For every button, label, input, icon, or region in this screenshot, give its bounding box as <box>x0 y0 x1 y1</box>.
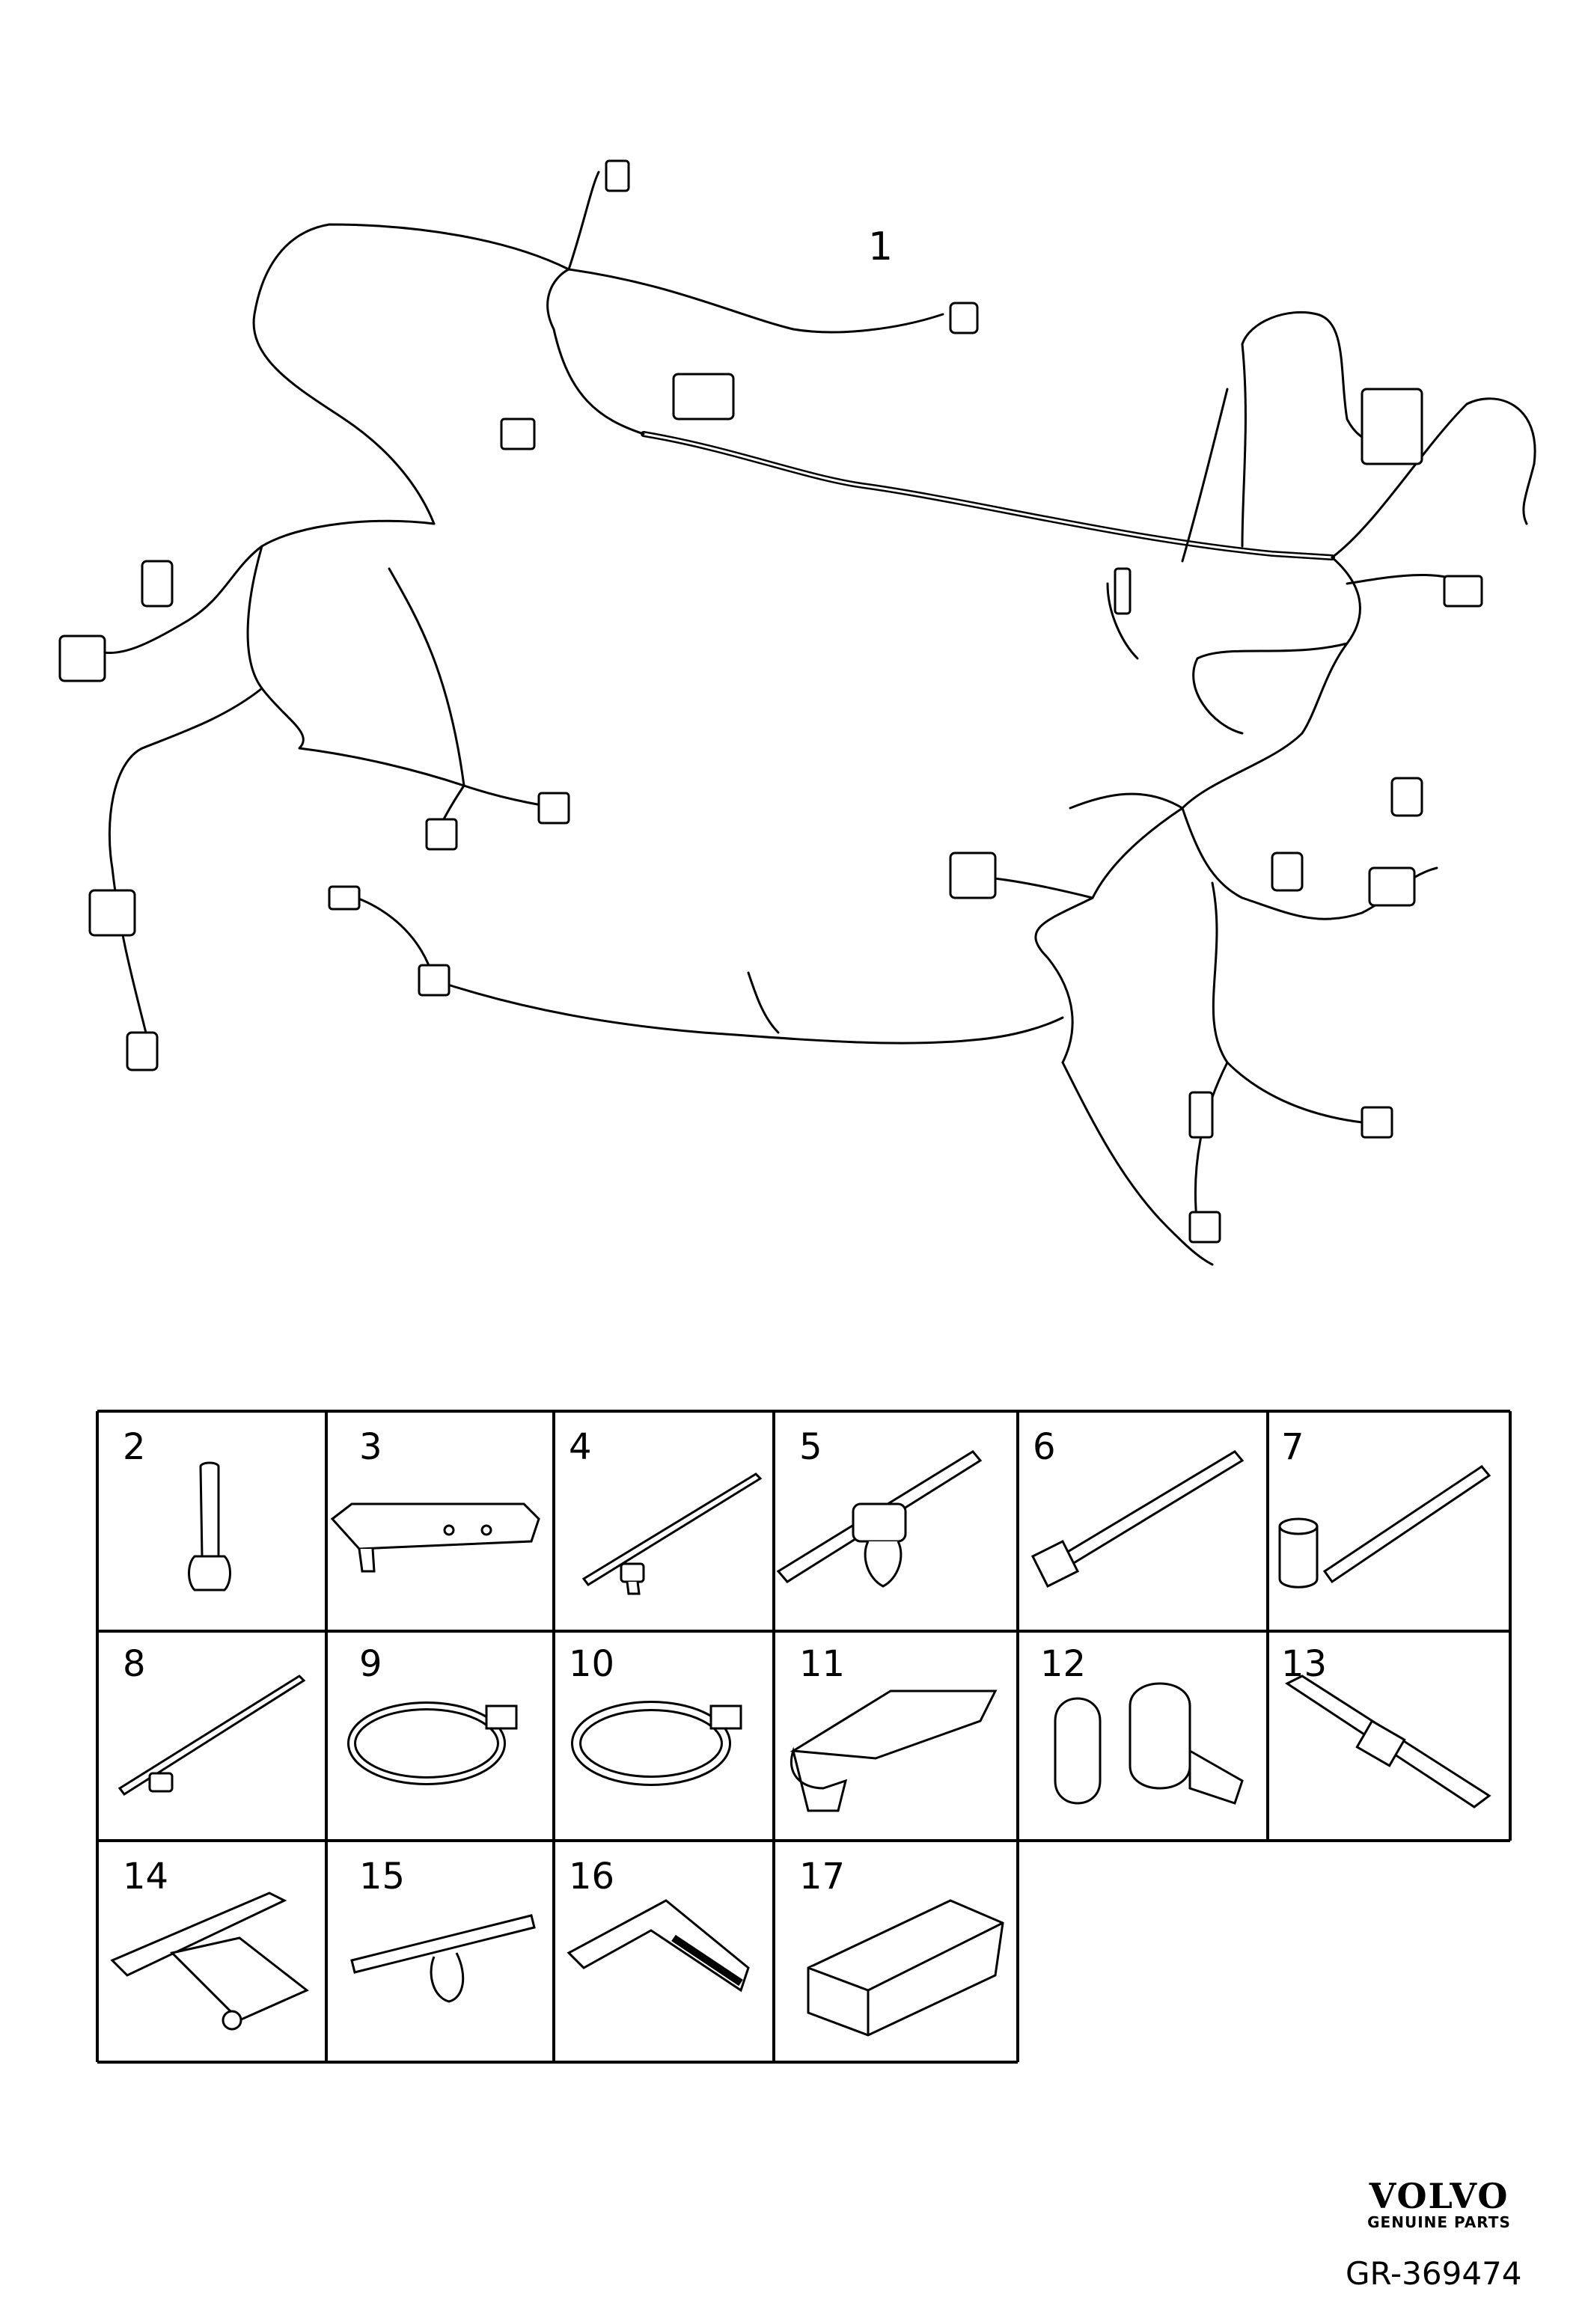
part-number-17: 17 <box>799 1856 846 1898</box>
double-pipe-clip-icon <box>1054 1682 1244 1805</box>
part-number-14: 14 <box>123 1856 169 1898</box>
part-number-15: 15 <box>359 1856 406 1898</box>
cable-tie-loop-icon <box>347 1701 518 1785</box>
bracket-icon <box>330 1502 540 1573</box>
part-number-7: 7 <box>1281 1426 1304 1468</box>
part-number-12: 12 <box>1040 1643 1087 1685</box>
part-number-4: 4 <box>569 1426 592 1468</box>
part-number-13: 13 <box>1281 1643 1328 1685</box>
cover-clip-icon <box>567 1899 750 1993</box>
part-number-16: 16 <box>569 1856 615 1898</box>
wiring-harness-illustration <box>58 159 1536 1266</box>
part-number-5: 5 <box>799 1426 822 1468</box>
part-number-10: 10 <box>569 1643 615 1685</box>
cable-tie-stud-icon <box>581 1473 763 1595</box>
cable-tie-clip-icon <box>776 1450 983 1588</box>
part-number-8: 8 <box>123 1643 146 1685</box>
grommet-icon <box>188 1461 231 1591</box>
cable-tie-holder-icon <box>1278 1465 1491 1588</box>
rail-clip-icon <box>350 1914 536 2003</box>
box-cover-icon <box>807 1899 1004 2037</box>
cable-tie-loop-large-icon <box>571 1701 742 1786</box>
part-number-2: 2 <box>123 1426 146 1468</box>
edge-clip-icon <box>790 1690 998 1812</box>
logo-wordmark: VOLVO <box>1369 2176 1509 2216</box>
volvo-logo: VOLVO GENUINE PARTS <box>1353 2176 1525 2231</box>
cable-tie-stud-small-icon <box>117 1675 306 1796</box>
mounting-clip-icon <box>110 1892 309 2031</box>
part-number-3: 3 <box>359 1426 382 1468</box>
harness-callout: 1 <box>868 224 894 269</box>
part-number-6: 6 <box>1033 1426 1056 1468</box>
part-number-9: 9 <box>359 1643 382 1685</box>
diagram-reference: GR-369474 <box>1346 2255 1522 2292</box>
logo-subtext: GENUINE PARTS <box>1367 2213 1511 2231</box>
tie-strap-icon <box>1285 1675 1491 1808</box>
part-number-11: 11 <box>799 1643 846 1685</box>
cable-tie-clip-angled-icon <box>1030 1450 1245 1588</box>
